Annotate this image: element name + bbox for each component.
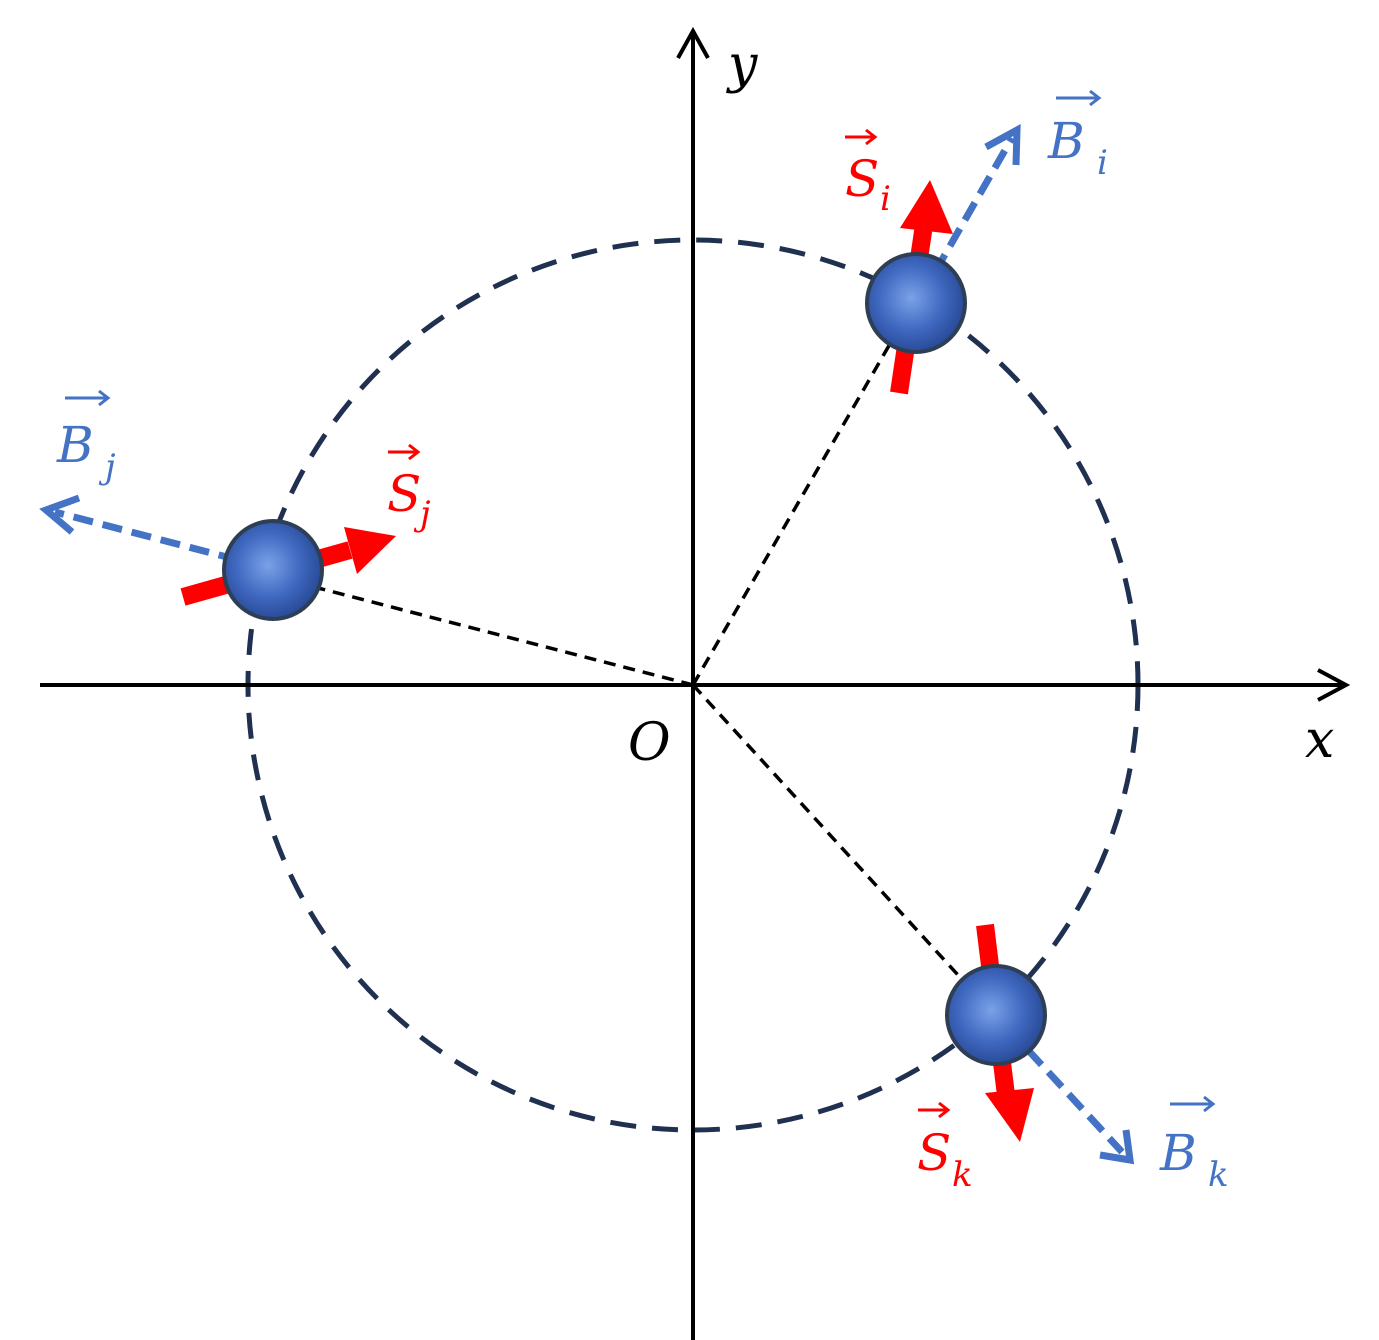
spin-label-i: S i xyxy=(845,128,891,219)
field-label-i: B i xyxy=(1047,89,1108,183)
particle-i xyxy=(865,252,967,354)
x-axis-label: x xyxy=(1305,710,1334,770)
field-label-j: B j xyxy=(56,389,116,487)
y-axis-label: y xyxy=(726,35,758,95)
particle-k xyxy=(945,964,1047,1066)
svg-text:B: B xyxy=(1047,112,1085,170)
svg-text:i: i xyxy=(1097,143,1108,183)
spin-label-k: S k xyxy=(917,1101,973,1195)
svg-text:S: S xyxy=(845,150,879,208)
field-label-k: B k xyxy=(1159,1095,1229,1195)
svg-text:B: B xyxy=(56,416,94,474)
origin-label: O xyxy=(628,713,671,773)
svg-text:B: B xyxy=(1159,1124,1197,1182)
radius-line-j xyxy=(317,586,694,687)
radius-line-i xyxy=(691,329,900,686)
svg-text:i: i xyxy=(880,179,891,219)
svg-text:k: k xyxy=(952,1155,973,1195)
particle-j xyxy=(222,519,324,621)
svg-text:j: j xyxy=(98,447,116,487)
svg-text:S: S xyxy=(917,1124,951,1182)
spin-label-j: S j xyxy=(387,443,431,534)
field-arrow-i xyxy=(931,123,1021,274)
svg-text:S: S xyxy=(387,465,421,523)
field-arrow-j xyxy=(39,494,239,564)
radius-line-k xyxy=(691,683,960,977)
field-arrow-k xyxy=(1025,1047,1135,1165)
svg-text:k: k xyxy=(1208,1155,1229,1195)
